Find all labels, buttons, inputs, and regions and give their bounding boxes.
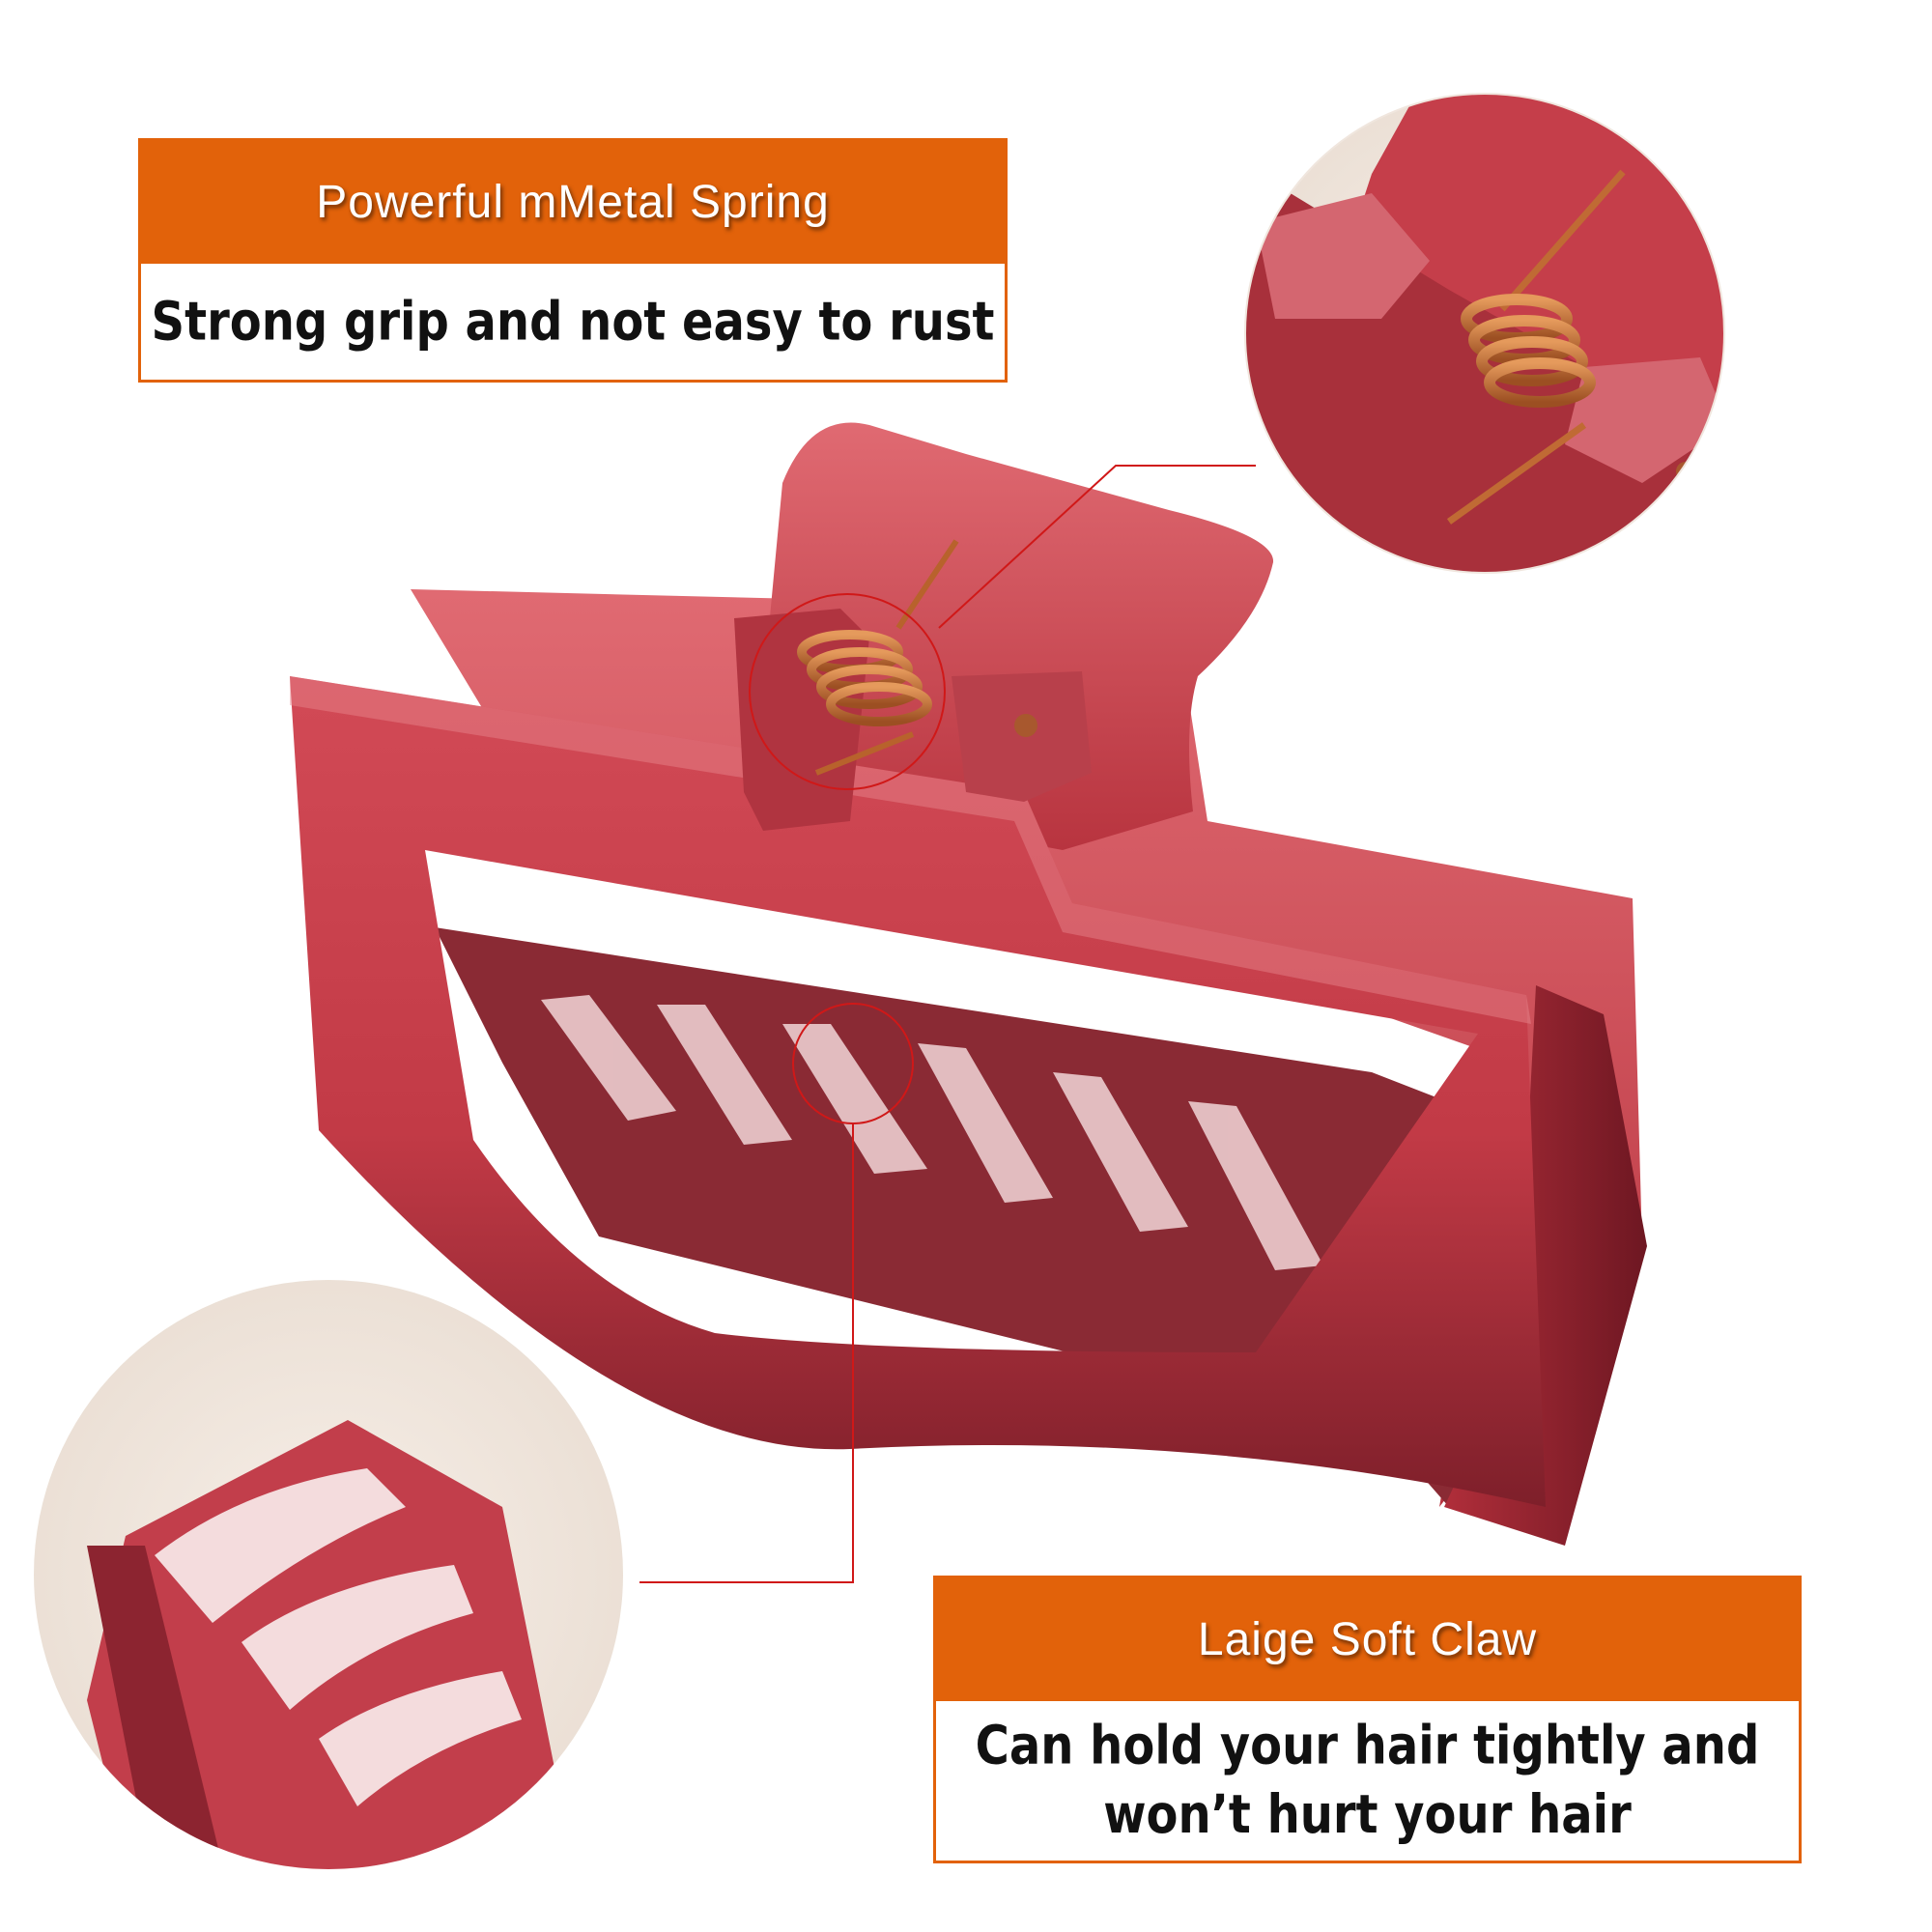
- clip-front-frame: [290, 676, 1546, 1507]
- feature-card-claw: Laige Soft Claw Can hold your hair tight…: [933, 1576, 1802, 1863]
- callout-spring-marker: [749, 465, 1256, 790]
- hair-claw-clip: [290, 422, 1647, 1546]
- spring-zoom-circle: [1244, 93, 1725, 574]
- spring-coil: [797, 539, 959, 776]
- feature-spring-title: Powerful mMetal Spring: [141, 141, 1005, 264]
- feature-claw-description-line2: won’t hurt your hair: [1103, 1783, 1632, 1846]
- feature-claw-description-line1: Can hold your hair tightly and: [975, 1715, 1760, 1777]
- feature-claw-description: Can hold your hair tightly and won’t hur…: [936, 1690, 1799, 1872]
- feature-spring-description: Strong grip and not easy to rust: [151, 290, 995, 354]
- callout-claw-marker: [639, 1003, 914, 1583]
- feature-card-spring: Powerful mMetal Spring Strong grip and n…: [138, 138, 1008, 383]
- feature-claw-title: Laige Soft Claw: [936, 1578, 1799, 1701]
- claw-zoom-circle: [34, 1280, 623, 1869]
